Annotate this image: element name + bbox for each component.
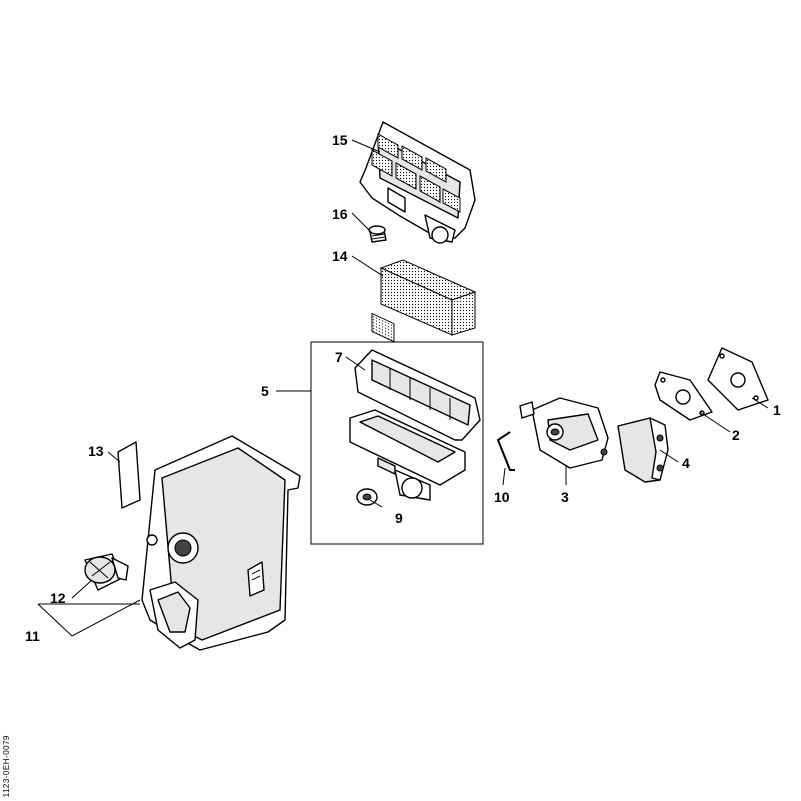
callout-5: 5 [261,383,269,399]
callout-9: 9 [395,510,403,526]
part-3-carburettor [519,397,609,469]
part-16-screw [368,225,387,243]
callout-2: 2 [732,427,740,443]
callout-1: 1 [773,402,781,418]
callout-13: 13 [88,443,104,459]
part-1-gasket [707,347,769,411]
part-7-filter-housing [354,349,481,441]
callout-7: 7 [335,349,343,365]
part-10-choke-rod [496,431,515,471]
part-4-insulator [617,417,669,483]
leader-lines [37,139,769,637]
callout-11: 11 [25,628,40,644]
part-12-knob [84,553,129,591]
callout-14: 14 [332,248,348,264]
callout-12: 12 [50,590,66,606]
callout-4: 4 [682,455,690,471]
callout-16: 16 [332,206,348,222]
part-15-filter-cover [359,121,476,343]
callout-15: 15 [332,132,348,148]
part-11-top-cover [141,435,301,651]
callout-10: 10 [494,489,510,505]
callout-3: 3 [561,489,569,505]
drawing-code: 1123-0EH-0079 [2,735,11,798]
part-14-filter-element [379,259,477,336]
part-8-filter-base [349,409,466,501]
part-2-gasket [654,371,713,421]
assembly-group-frame [310,341,484,545]
part-13-label [117,441,141,509]
